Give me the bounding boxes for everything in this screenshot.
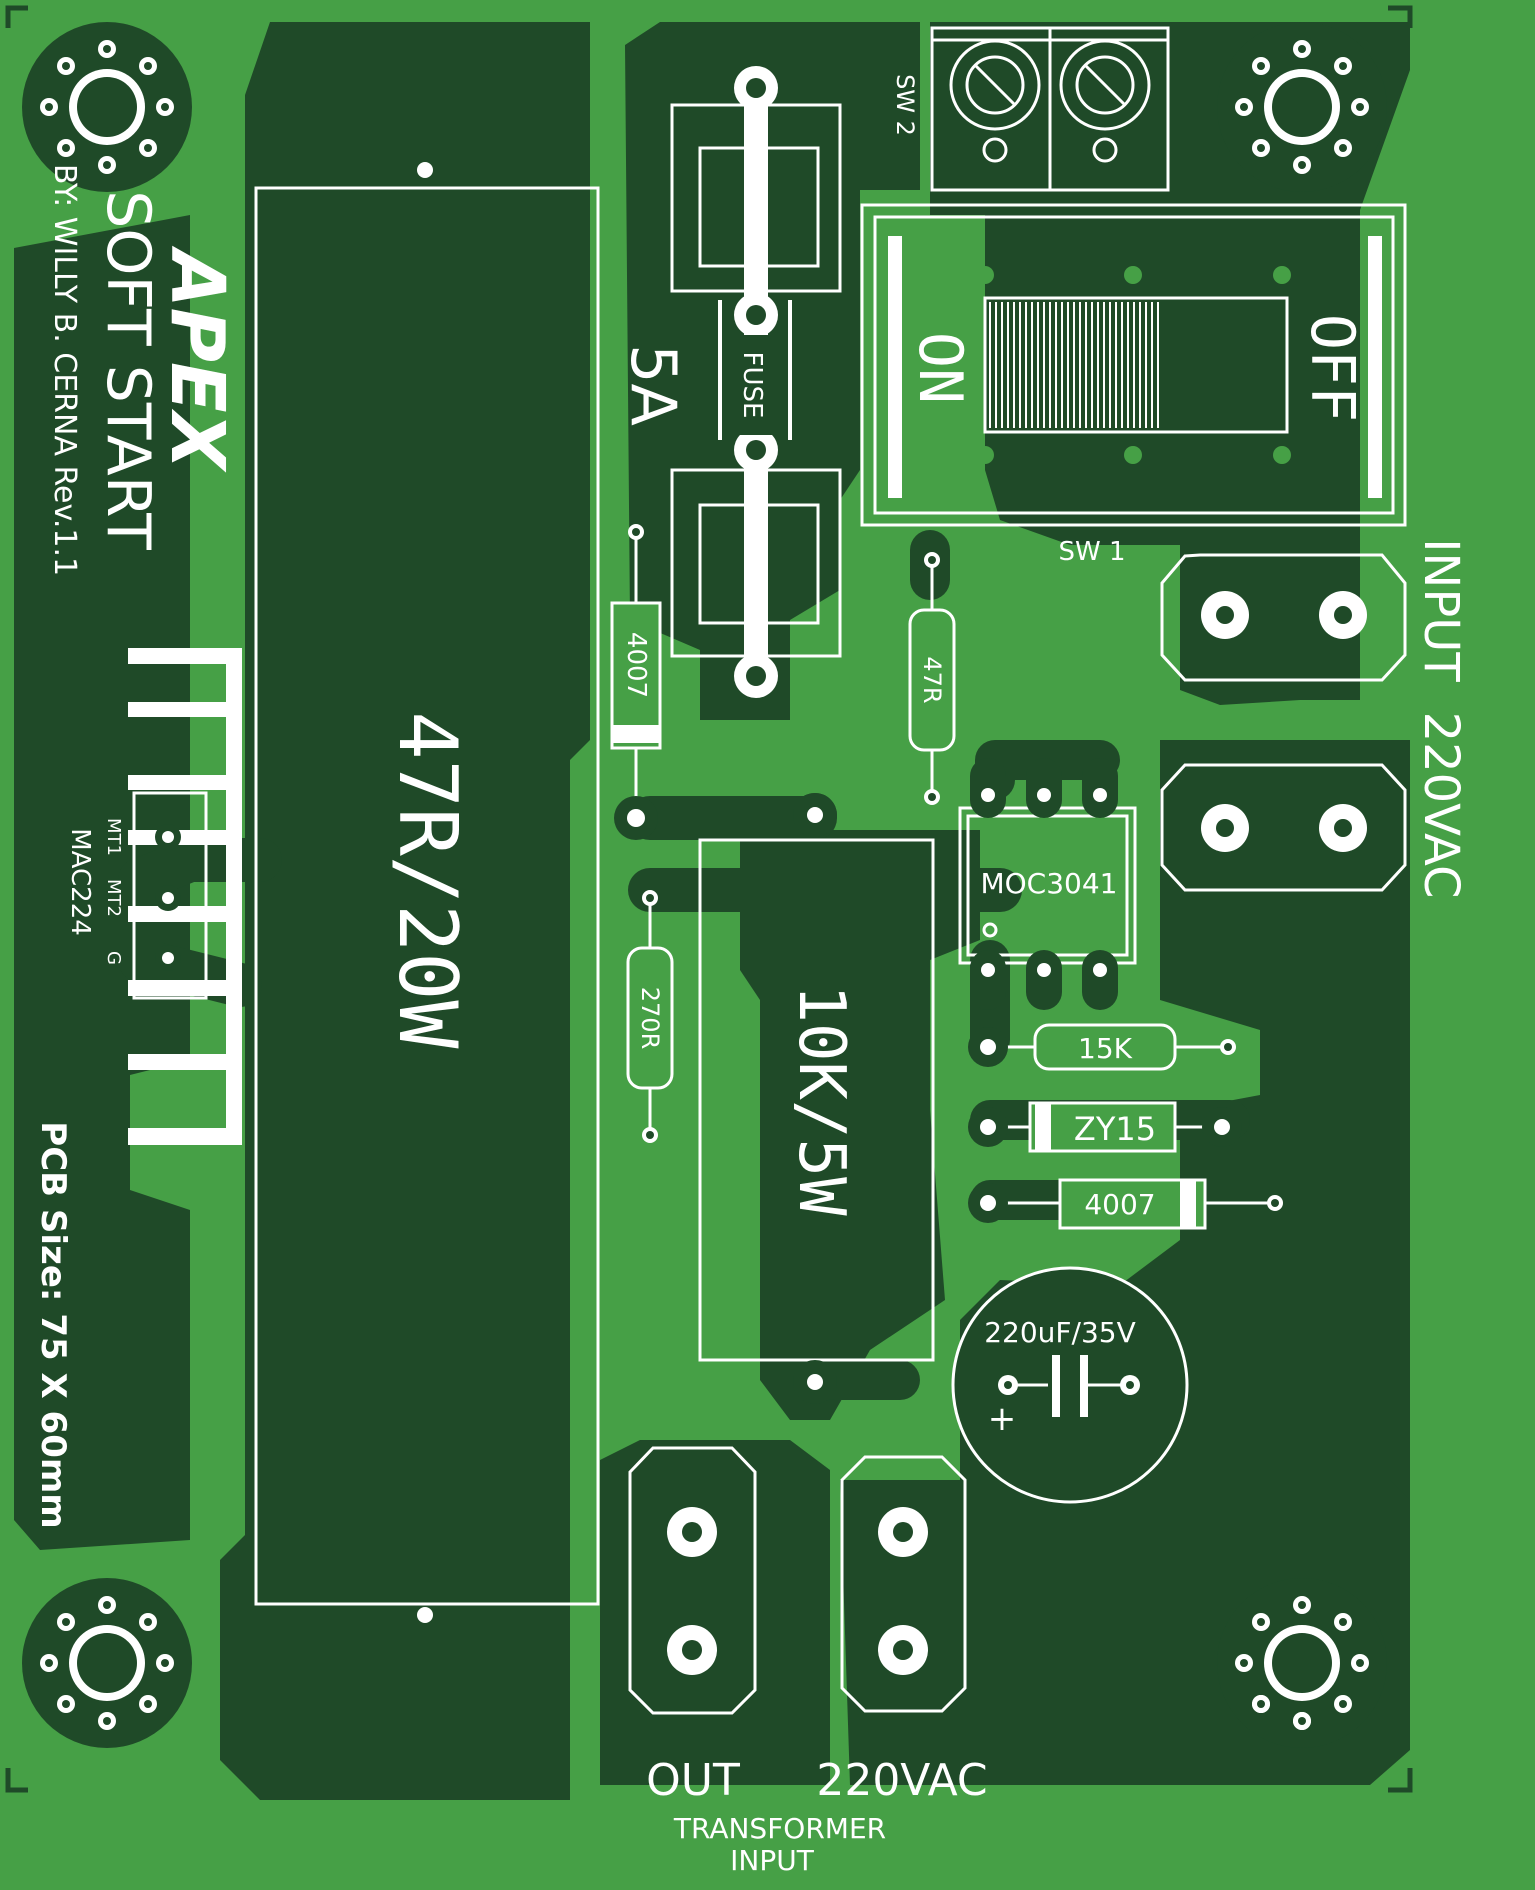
mounting-hole-tl — [22, 22, 192, 192]
copper-pours — [14, 22, 1410, 1800]
sw2-label: SW 2 — [891, 74, 919, 136]
triac-pin-g: G — [103, 951, 124, 965]
transformer-label-1: TRANSFORMER — [673, 1812, 886, 1845]
transformer-connector — [840, 1455, 967, 1713]
pcb-size-label: PCB Size: 75 X 60mm — [33, 1121, 73, 1528]
input-connector-2 — [1160, 763, 1407, 892]
transformer-label-2: INPUT — [730, 1844, 815, 1877]
resistor-10k-5w-label: 10K/5W — [784, 984, 858, 1216]
pour-left-text — [14, 215, 190, 1550]
zener-label: ZY15 — [1074, 1110, 1156, 1148]
resistor-270r: 270R — [626, 890, 674, 1143]
out-voltage: 220VAC — [816, 1755, 987, 1806]
resistor-47r-label: 47R — [918, 656, 946, 703]
pour-bottom-mid — [600, 1440, 830, 1785]
resistor-47r-20w-label: 47R/20W — [381, 711, 474, 1049]
input-label: INPUT — [1413, 538, 1469, 682]
capacitor-label: 220uF/35V — [984, 1316, 1136, 1349]
crop-marks — [5, 5, 1413, 1793]
resistor-10k-5w: 10K/5W — [698, 793, 935, 1404]
capacitor-plus: + — [988, 1399, 1017, 1439]
resistor-47r-20w: 47R/20W — [254, 162, 600, 1623]
out-label: OUT — [646, 1755, 740, 1806]
sw1-label: SW 1 — [1058, 537, 1125, 567]
fuse-pads — [734, 66, 778, 698]
capacitor-220uf: 220uF/35V + — [951, 1266, 1189, 1504]
fuse-rating: 5A — [617, 344, 690, 426]
triac-pads — [155, 824, 181, 971]
board-author: BY: WILLY B. CERNA Rev.1.1 — [47, 164, 82, 576]
mounting-holes — [22, 22, 1387, 1748]
pour-resistor-main — [220, 22, 590, 1800]
board-title: SOFT START — [93, 190, 163, 550]
zener-zy15: ZY15 — [968, 1101, 1242, 1153]
sw1-on-label: ON — [905, 332, 975, 404]
resistor-270r-label: 270R — [636, 987, 664, 1049]
switch-sw2: SW 2 — [891, 26, 1170, 192]
left-text-block: APEX SOFT START BY: WILLY B. CERNA Rev.1… — [33, 164, 240, 1529]
mounting-hole-br — [1217, 1578, 1387, 1748]
triac-pin-mt2: MT2 — [103, 879, 124, 917]
fuse-label: FUSE — [737, 352, 767, 419]
brand-logo: APEX — [154, 245, 240, 473]
mounting-hole-tr — [1217, 22, 1387, 192]
optocoupler-moc3041: MOC3041 — [958, 758, 1137, 1010]
resistor-15k: 15K — [968, 1023, 1236, 1071]
out-connector — [628, 1446, 757, 1715]
trace-2 — [628, 793, 837, 840]
resistor-47r-20w-pad-top — [417, 162, 433, 178]
input-voltage: 220VAC — [1413, 712, 1469, 899]
optocoupler-label: MOC3041 — [980, 867, 1117, 900]
diode-4007-top-label: 4007 — [621, 632, 651, 698]
triac-label: MAC224 — [65, 828, 95, 936]
pour-resistor-small — [740, 830, 980, 1420]
resistor-15k-label: 15K — [1078, 1032, 1133, 1065]
input-connector-1 — [1160, 553, 1407, 682]
diode-4007-top: 4007 — [610, 524, 662, 840]
resistor-47r-20w-pad-bottom — [417, 1607, 433, 1623]
heatsink-outline — [128, 648, 242, 1145]
mounting-hole-bl — [22, 1578, 192, 1748]
resistor-47r-20w-outline — [254, 186, 600, 1606]
sw1-off-label: OFF — [1297, 314, 1367, 422]
diode-4007-bottom-label: 4007 — [1084, 1188, 1155, 1221]
resistor-47r: 47R — [908, 552, 956, 805]
diode-4007-bottom: 4007 — [968, 1178, 1283, 1230]
triac-mac224: MT1 MT2 G MAC224 — [65, 648, 242, 1145]
triac-body — [132, 791, 208, 1000]
triac-pin-mt1: MT1 — [103, 818, 124, 856]
switch-sw1: ON OFF SW 1 — [860, 203, 1407, 567]
sw1-rocker-stripes — [989, 302, 1159, 428]
fuse-holder: FUSE 5A — [617, 66, 842, 698]
